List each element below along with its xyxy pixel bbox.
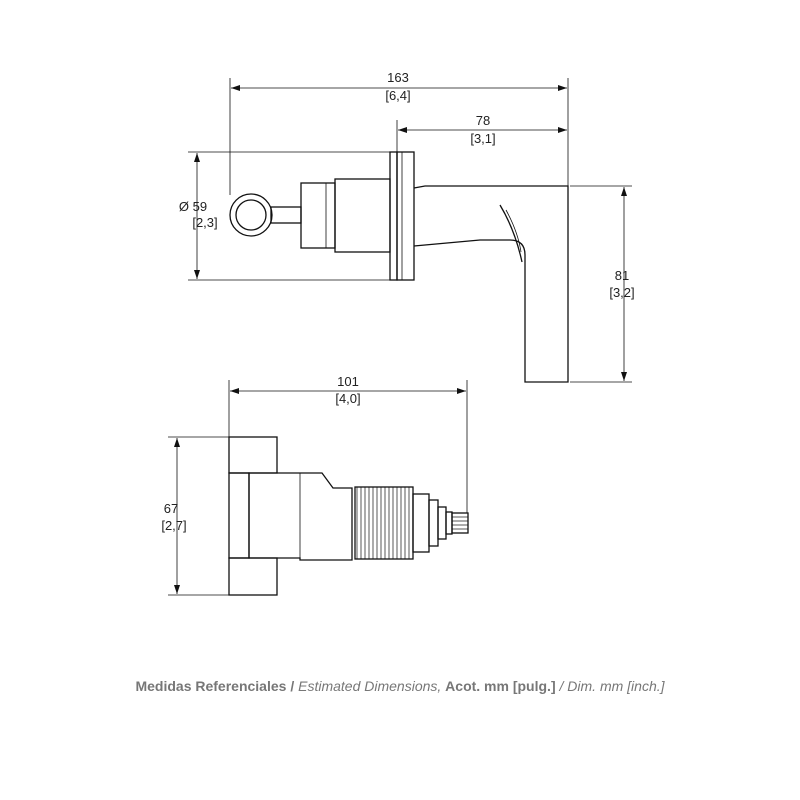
spout-curve-detail	[499, 204, 523, 263]
wall-plate	[389, 151, 398, 281]
spout-outline	[413, 185, 569, 383]
dimension-spout-height: 81 [3,2]	[570, 185, 635, 383]
splined-stem	[451, 512, 469, 534]
caption-units-spanish: Acot. mm [pulg.]	[445, 678, 556, 694]
dim-body-depth-inch: [4,0]	[335, 391, 360, 406]
mounting-plate-bottom	[228, 557, 278, 596]
thread-lines	[356, 487, 410, 559]
dim-spout-height-inch: [3,2]	[609, 285, 634, 300]
caption-units-english: / Dim. mm [inch.]	[559, 678, 665, 694]
cartridge-nut	[428, 499, 439, 547]
valve-housing	[248, 472, 353, 561]
handle-ring-outer	[229, 193, 273, 237]
dim-overall-width-mm: 163	[387, 70, 409, 85]
dim-overall-width-inch: [6,4]	[385, 88, 410, 103]
caption-english-label: Estimated Dimensions,	[298, 678, 442, 694]
dim-body-height-inch: [2,7]	[161, 518, 186, 533]
dimension-spout-length: 78 [3,1]	[396, 113, 567, 152]
dim-spout-length-mm: 78	[476, 113, 490, 128]
dim-diameter-mm: Ø 59	[179, 199, 207, 214]
spout-assembly-view	[229, 151, 569, 383]
valve-body-view	[228, 436, 469, 596]
valve-body-small	[300, 182, 336, 249]
threaded-section	[354, 486, 414, 560]
valve-body-large	[334, 178, 391, 253]
dimension-overall-width: 163 [6,4]	[229, 70, 569, 195]
dim-spout-length-inch: [3,1]	[470, 131, 495, 146]
dim-body-height-mm: 67	[164, 501, 178, 516]
escutcheon-flange	[396, 151, 415, 281]
dim-diameter-inch: [2,3]	[192, 215, 217, 230]
dimension-body-depth: 101 [4,0]	[228, 374, 468, 513]
dimension-diameter: Ø 59 [2,3]	[179, 151, 390, 281]
dimension-body-height: 67 [2,7]	[161, 436, 229, 596]
handle-ring-inner	[235, 199, 267, 231]
dim-body-depth-mm: 101	[337, 374, 359, 389]
handle-stem	[270, 206, 302, 224]
cartridge-base	[412, 493, 430, 553]
dim-spout-height-mm: 81	[615, 268, 629, 283]
caption: Medidas Referenciales / Estimated Dimens…	[0, 678, 800, 694]
mounting-plate-top	[228, 436, 278, 474]
caption-spanish-label: Medidas Referenciales /	[135, 678, 295, 694]
